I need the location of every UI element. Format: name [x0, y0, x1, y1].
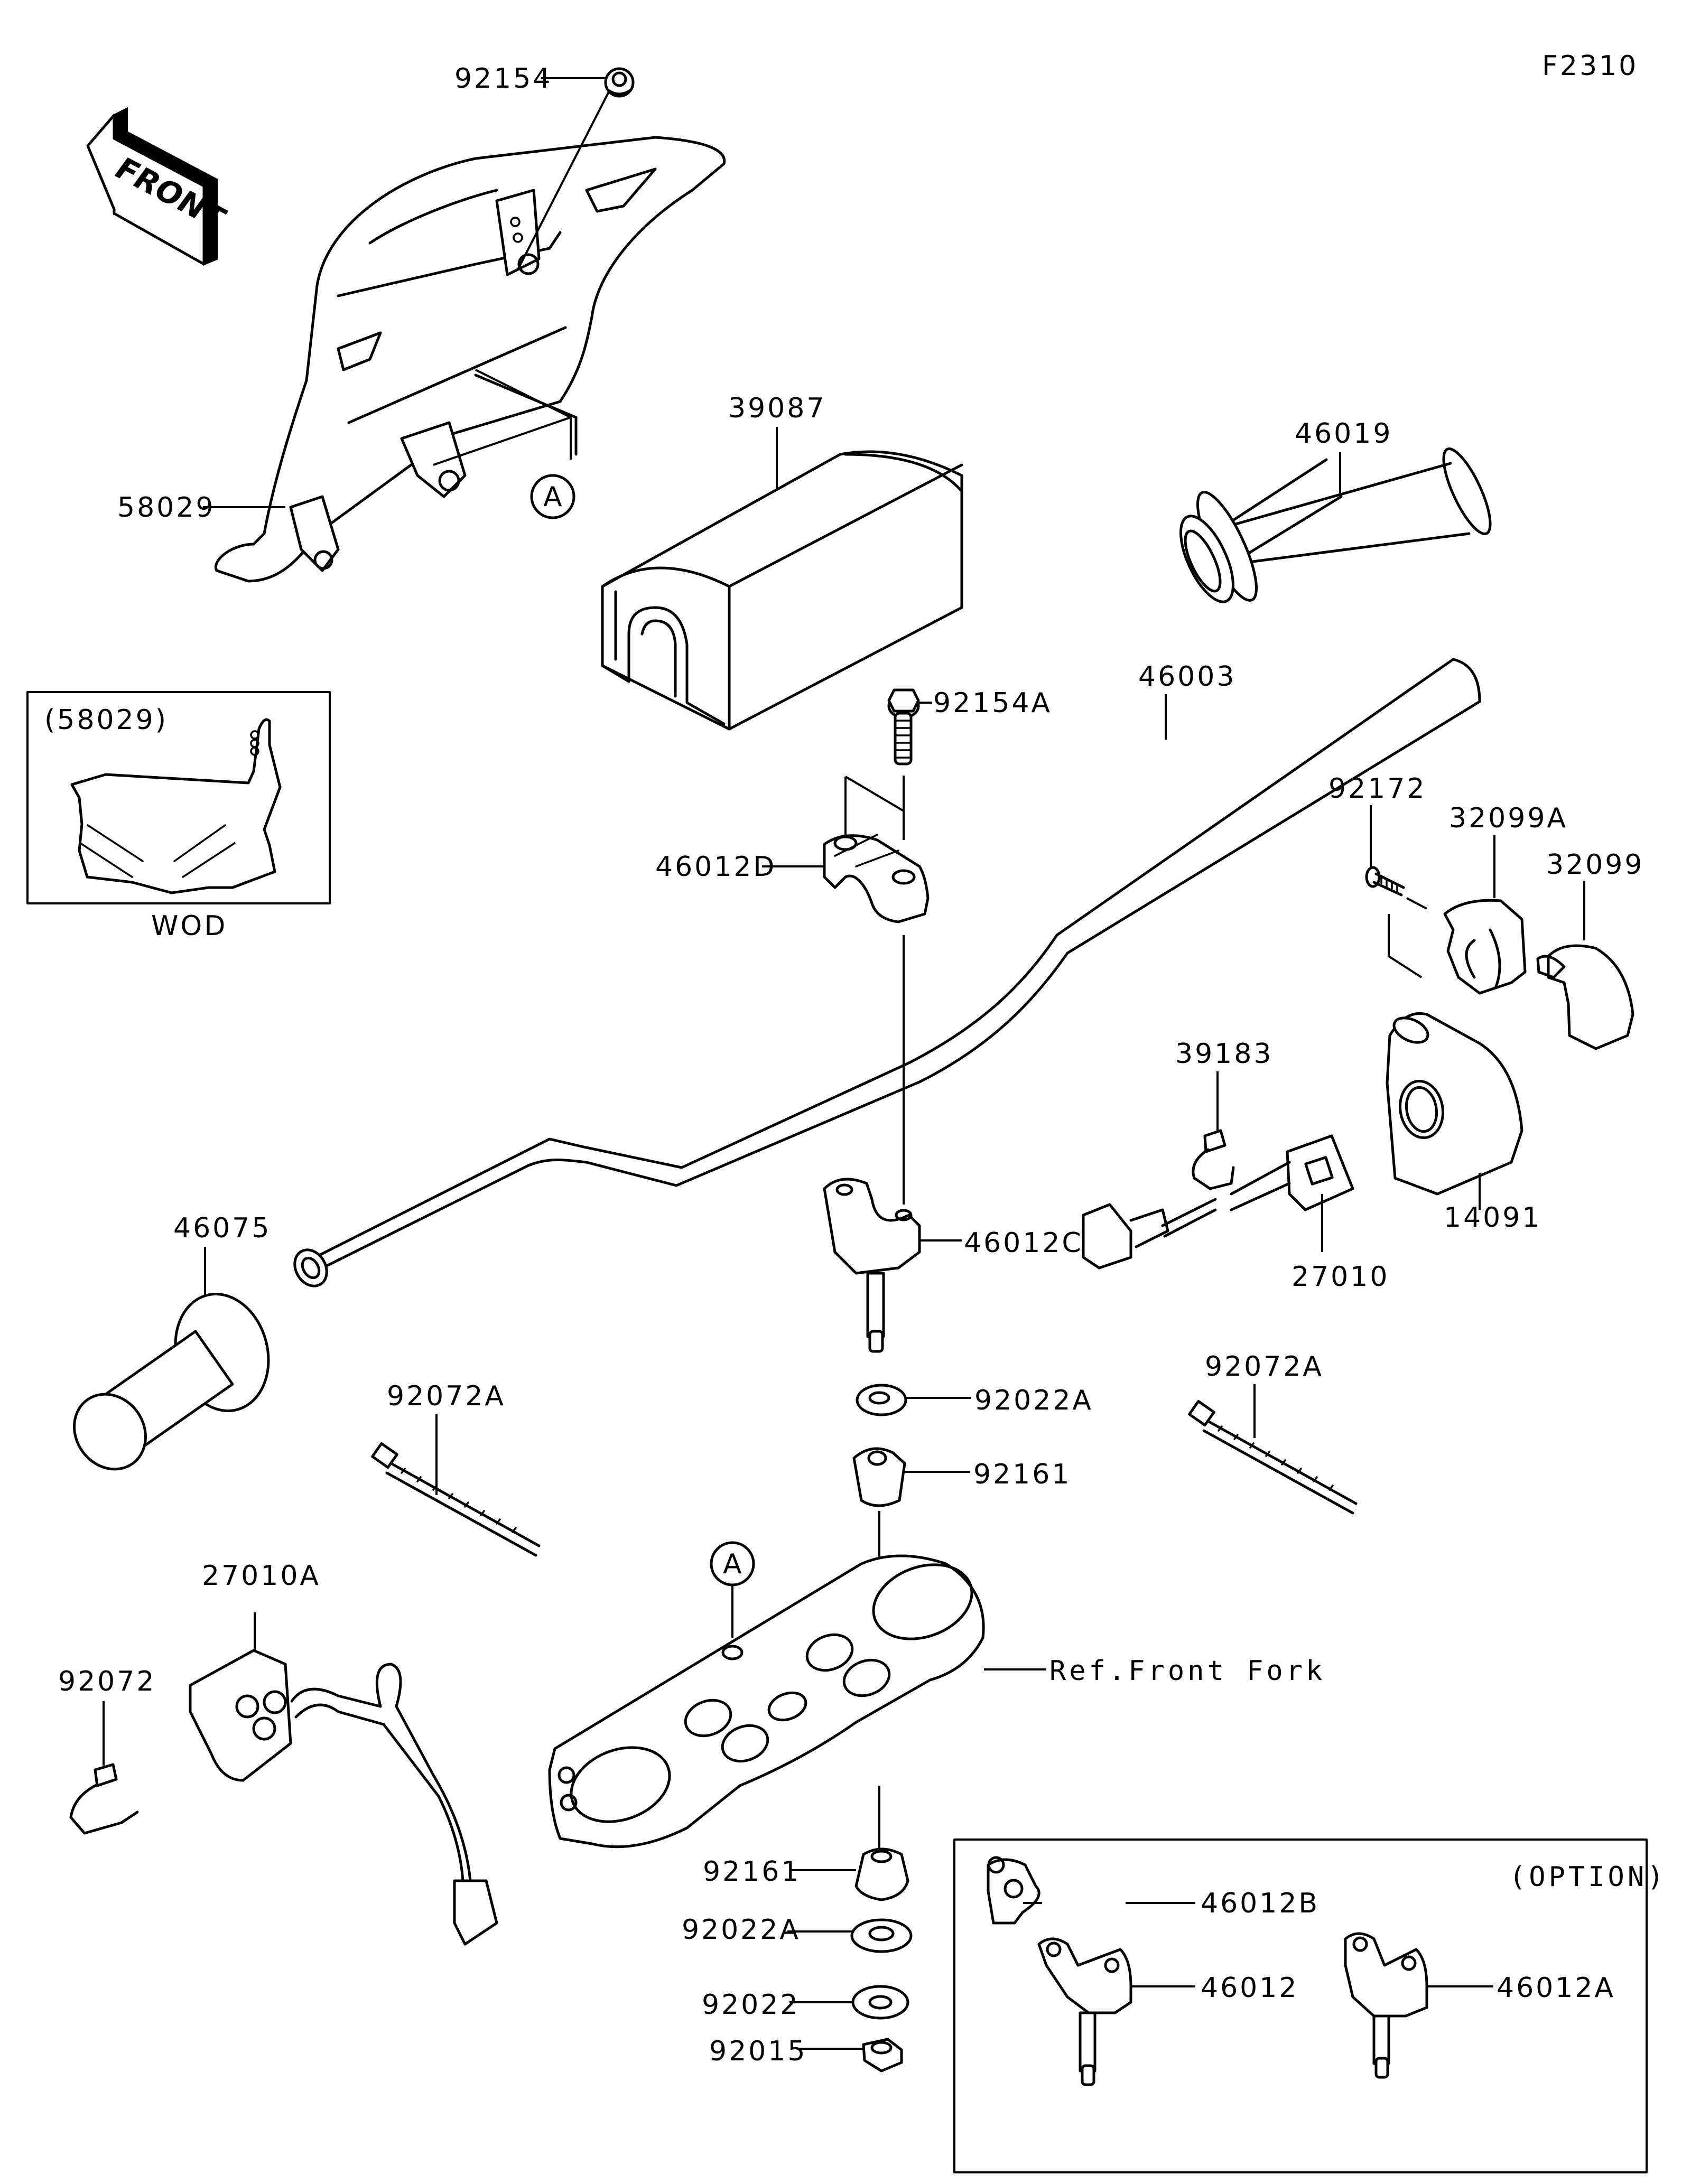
label-46012D: 46012D: [655, 851, 776, 883]
screw-92172[interactable]: 92172: [1328, 773, 1427, 978]
label-46019: 46019: [1295, 418, 1392, 450]
label-27010: 27010: [1292, 1261, 1389, 1293]
switch-cover-32099[interactable]: 32099: [1536, 849, 1644, 1050]
label-92154: 92154: [454, 63, 552, 95]
switch-body-14091[interactable]: 14091: [1386, 1012, 1541, 1234]
inset-wod-part-ref: (58029): [44, 704, 168, 736]
label-32099: 32099: [1546, 849, 1644, 881]
label-92022: 92022: [702, 1989, 800, 2021]
label-32099A: 32099A: [1449, 802, 1568, 834]
switch-27010[interactable]: 27010: [1082, 1134, 1389, 1293]
zip-tie-92072A-right[interactable]: 92072A: [1188, 1351, 1358, 1515]
inset-wod-caption: WOD: [151, 910, 227, 942]
label-39183: 39183: [1175, 1038, 1273, 1070]
label-92072A-right: 92072A: [1205, 1351, 1324, 1383]
callout-a-top: A: [530, 474, 575, 519]
ref-front-fork-label: Ref.Front Fork: [1049, 1655, 1325, 1687]
front-arrow-icon: FRONT: [86, 107, 233, 266]
label-92161-lower: 92161: [703, 1856, 801, 1888]
label-92072A-left: 92072A: [387, 1380, 506, 1412]
inset-wod: (58029) WOD: [26, 691, 331, 942]
callout-a-bottom: A: [710, 1541, 755, 1638]
switch-27010A[interactable]: 27010A: [189, 1560, 498, 1946]
label-92172: 92172: [1328, 773, 1426, 805]
part-92154[interactable]: 92154: [454, 63, 635, 98]
label-46075: 46075: [173, 1212, 271, 1244]
number-plate-58029[interactable]: 58029: [117, 89, 726, 583]
nut-92015[interactable]: 92015: [709, 2036, 903, 2073]
handlebar-46003[interactable]: 46003: [289, 658, 1481, 1292]
throttle-grip-46019[interactable]: 46019: [1170, 418, 1499, 609]
label-27010A: 27010A: [202, 1560, 321, 1592]
clamp-39183[interactable]: 39183: [1175, 1038, 1273, 1190]
callout-a-label: A: [543, 481, 562, 513]
label-92022A-lower: 92022A: [682, 1914, 801, 1946]
label-46012B: 46012B: [1201, 1888, 1320, 1919]
clamp-92072[interactable]: 92072: [58, 1666, 156, 1835]
label-92161-upper: 92161: [973, 1459, 1071, 1490]
label-46012C: 46012C: [964, 1227, 1083, 1259]
option-clamp-46012[interactable]: 46012: [1037, 1937, 1298, 2086]
upper-clamp-46012D[interactable]: 46012D: [655, 834, 930, 923]
label-46003: 46003: [1138, 661, 1236, 693]
inset-option: (OPTION) 46012B 46012 46012A: [953, 1838, 1667, 2173]
label-92015: 92015: [709, 2036, 807, 2067]
lower-clamp-46012C[interactable]: 46012C: [823, 1178, 1083, 1353]
callout-a-label-bottom: A: [723, 1548, 742, 1580]
rubber-92161-lower[interactable]: 92161: [703, 1847, 909, 1901]
label-92154A: 92154A: [933, 687, 1052, 719]
label-46012A: 46012A: [1497, 1972, 1615, 2004]
figure-code: F2310: [1542, 50, 1638, 82]
washer-92022A-lower[interactable]: 92022A: [682, 1914, 913, 1953]
left-grip-46075[interactable]: 46075: [60, 1212, 281, 1483]
bar-pad-39087[interactable]: 39087: [601, 393, 963, 731]
inset-option-title: (OPTION): [1509, 1861, 1667, 1893]
bolt-92154A[interactable]: 92154A: [844, 687, 1052, 840]
option-clamp-46012B[interactable]: 46012B: [987, 1856, 1320, 1925]
label-58029: 58029: [117, 492, 215, 524]
triple-clamp-front-fork[interactable]: Ref.Front Fork: [548, 1552, 1325, 1849]
label-46012: 46012: [1201, 1972, 1298, 2004]
rubber-92161-upper[interactable]: 92161: [852, 1447, 1071, 1580]
label-92072: 92072: [58, 1666, 156, 1697]
label-14091: 14091: [1444, 1202, 1541, 1234]
washer-92022[interactable]: 92022: [702, 1985, 909, 2021]
washer-92022A-upper[interactable]: 92022A: [856, 1384, 1093, 1416]
label-39087: 39087: [728, 393, 826, 424]
label-92022A-upper: 92022A: [974, 1385, 1093, 1416]
option-clamp-46012A[interactable]: 46012A: [1344, 1932, 1615, 2079]
switch-housing-32099A[interactable]: 32099A: [1443, 802, 1568, 995]
zip-tie-92072A-left[interactable]: 92072A: [371, 1380, 541, 1557]
